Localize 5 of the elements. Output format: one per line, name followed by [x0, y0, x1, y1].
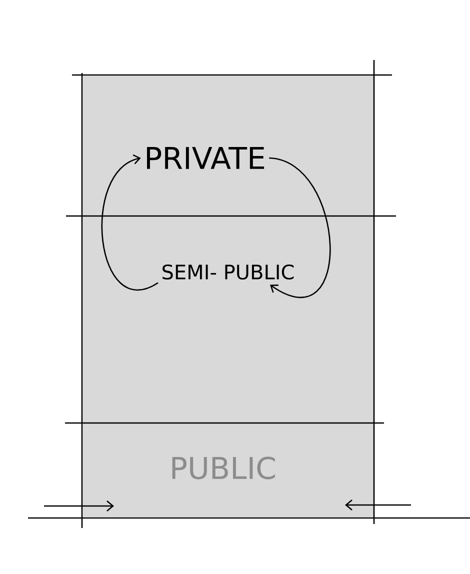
curved-arrow: [101, 154, 158, 290]
zone-label: SEMI- PUBLIC: [162, 264, 294, 280]
zone-label: PRIVATE: [147, 147, 264, 169]
curved-arrow: [268, 157, 331, 298]
zone-label: PUBLIC: [172, 456, 275, 480]
